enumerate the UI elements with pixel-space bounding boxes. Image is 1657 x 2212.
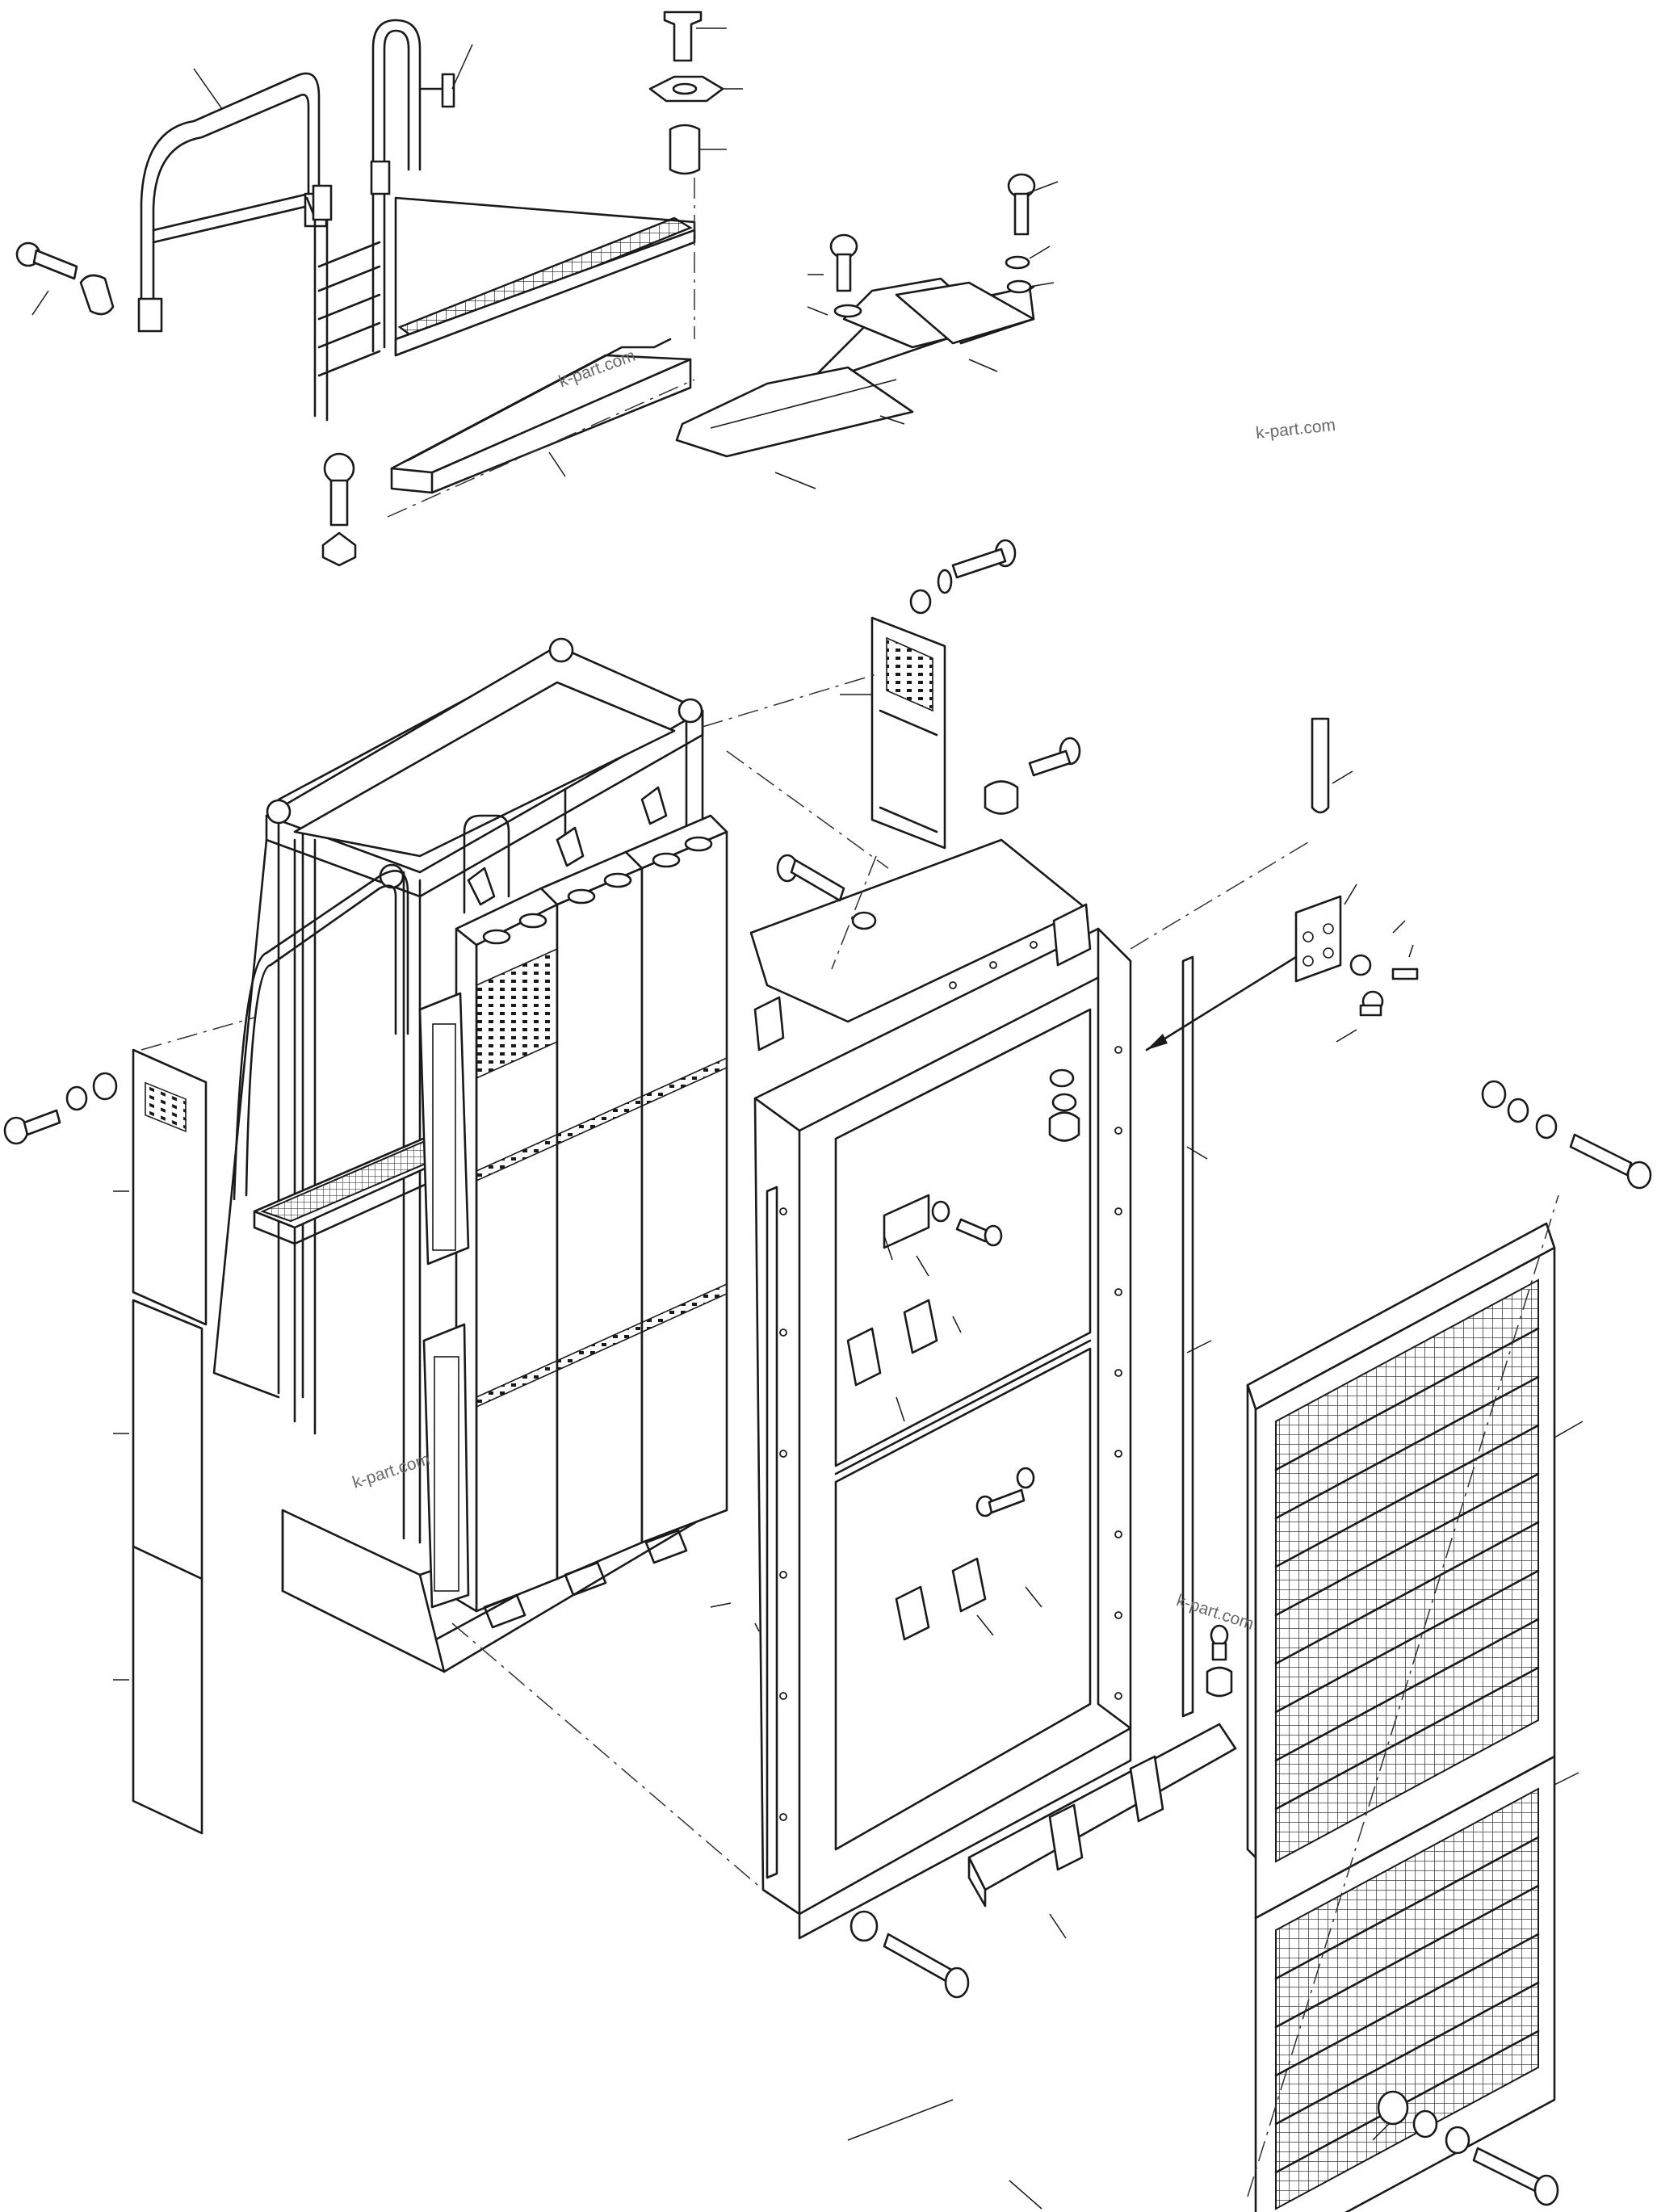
lifting-eye — [677, 698, 703, 724]
grille-panel — [1246, 1222, 1556, 2212]
ladder-side-plate — [312, 184, 333, 221]
bolt — [1481, 1080, 1652, 1190]
fasteners — [3, 173, 1652, 2206]
bolt — [15, 241, 78, 280]
top-pin-assembly — [648, 10, 743, 175]
cover-plates — [675, 277, 1035, 458]
lifting-eye — [379, 863, 405, 889]
side-panel-upper-right — [870, 616, 946, 850]
bolt — [849, 1910, 970, 1999]
bolt — [1377, 2090, 1559, 2206]
resistor-grid-stacks — [418, 786, 728, 1629]
hinge-bracket — [1145, 717, 1342, 1051]
bolt — [1048, 1068, 1080, 1142]
bolt — [776, 854, 877, 930]
bolt — [1349, 954, 1419, 1017]
handrail — [137, 72, 328, 333]
ladder-side-plate — [370, 160, 391, 195]
seal-strips — [766, 955, 1194, 1879]
bolt — [975, 1467, 1035, 1517]
lifting-eye — [266, 799, 292, 825]
handrail-foot-plate — [137, 297, 163, 333]
rear-door-frame — [749, 838, 1132, 1940]
alignment-lines — [141, 178, 1559, 2197]
ladder-top-bracket — [441, 73, 455, 108]
terminal-connectors — [463, 786, 713, 945]
bolt — [984, 737, 1081, 815]
bolt — [321, 452, 357, 567]
lifting-eye — [548, 637, 574, 663]
side-panels-left — [132, 1048, 208, 1835]
spacer-sleeve — [79, 274, 115, 316]
grating-walkway — [394, 196, 696, 357]
bolt — [1206, 1624, 1233, 1698]
ladder — [305, 19, 455, 422]
walkway-tray — [390, 338, 692, 494]
bolt — [829, 233, 862, 318]
bolt — [1005, 173, 1036, 294]
bolt — [3, 1072, 118, 1145]
bolt — [909, 539, 1017, 615]
leader-lines — [31, 44, 1584, 2210]
bottom-brackets — [967, 1723, 1237, 1908]
bolt — [931, 1200, 1003, 1247]
